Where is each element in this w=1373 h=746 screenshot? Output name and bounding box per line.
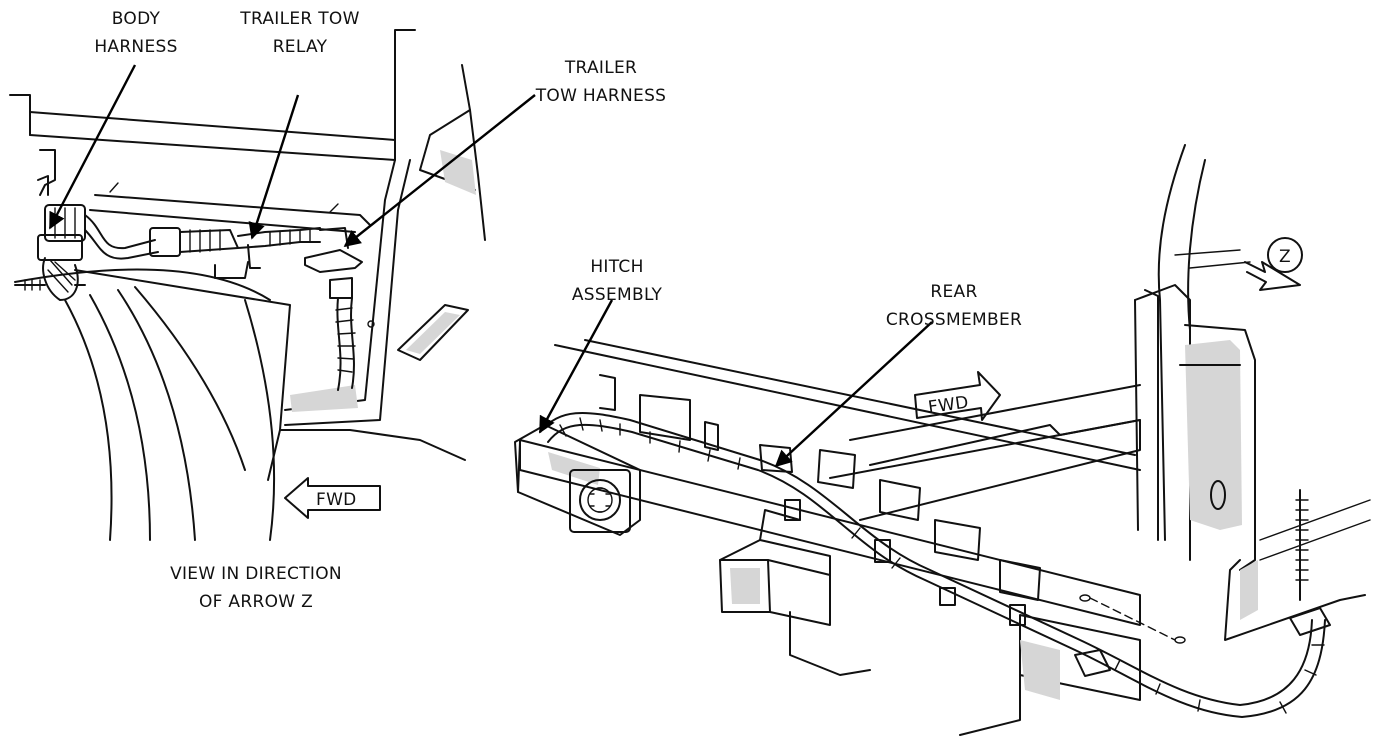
leader-lines: [48, 64, 933, 468]
label-trailer-tow-harness: TRAILER TOW HARNESS: [535, 58, 667, 106]
rear-crossmember: [519, 339, 1186, 736]
fwd-arrow-right-label: FWD: [927, 393, 970, 418]
fwd-arrow-right: [914, 371, 1001, 421]
view-caption-line1: VIEW IN DIRECTION: [170, 564, 342, 584]
label-rear-crossmember-line2: CROSSMEMBER: [886, 310, 1022, 330]
label-hitch-assembly-line1: HITCH: [590, 257, 643, 277]
hitch-assembly: [514, 424, 871, 676]
fwd-arrow-left-label: FWD: [316, 490, 357, 510]
label-rear-crossmember-line1: REAR: [930, 282, 977, 302]
arrow-z-marker: [1244, 237, 1303, 291]
label-trailer-tow-relay-line2: RELAY: [273, 37, 328, 57]
view-caption-line2: OF ARROW Z: [199, 592, 313, 612]
trailer-tow-harness-routing: [539, 412, 1331, 718]
label-body-harness: BODY HARNESS: [94, 9, 177, 57]
label-trailer-tow-harness-line2: TOW HARNESS: [535, 86, 667, 106]
fwd-arrow-left: [284, 477, 381, 519]
label-rear-crossmember: REAR CROSSMEMBER: [886, 282, 1022, 330]
label-trailer-tow-relay: TRAILER TOW RELAY: [239, 9, 359, 57]
arrow-z-label: Z: [1279, 247, 1291, 267]
left-view-wheel-arch: [14, 268, 276, 541]
trailer-tow-relay-assembly: [84, 214, 321, 279]
label-body-harness-line1: BODY: [112, 9, 161, 29]
body-harness-connector: [14, 204, 86, 301]
label-body-harness-line2: HARNESS: [94, 37, 177, 57]
label-hitch-assembly-line2: ASSEMBLY: [572, 285, 663, 305]
rear-body-quarter: [1134, 144, 1371, 641]
label-trailer-tow-relay-line1: TRAILER TOW: [239, 9, 359, 29]
label-hitch-assembly: HITCH ASSEMBLY: [572, 257, 663, 305]
trailer-tow-harness-connector: [304, 227, 363, 391]
view-caption: VIEW IN DIRECTION OF ARROW Z: [170, 564, 342, 612]
label-trailer-tow-harness-line1: TRAILER: [564, 58, 637, 78]
